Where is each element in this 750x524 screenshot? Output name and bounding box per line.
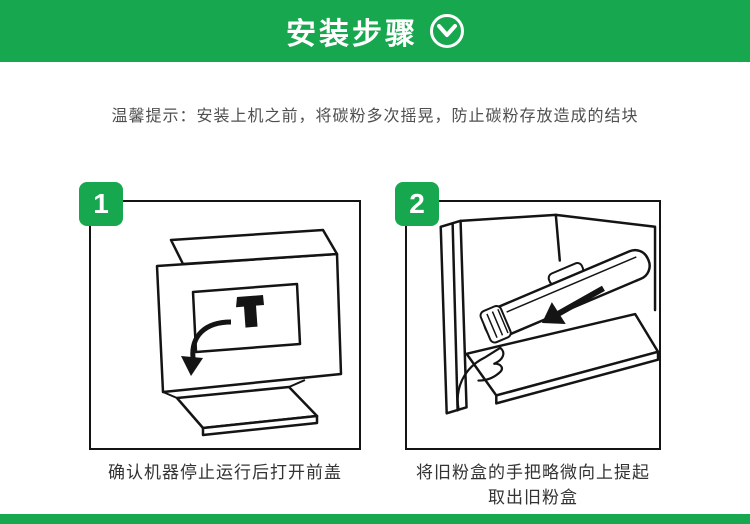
step1-illustration-box: [89, 200, 361, 450]
step2-illustration: [439, 213, 659, 415]
step-panel-2: 2: [395, 182, 661, 510]
tip-text: 温馨提示：安装上机之前，将碳粉多次摇晃，防止碳粉存放造成的结块: [111, 108, 639, 125]
steps-row: 1: [0, 182, 750, 510]
step1-illustration: [155, 228, 343, 437]
step-panel-1: 1: [79, 182, 361, 485]
step-number-badge: 2: [395, 182, 439, 226]
step-number-badge: 1: [79, 182, 123, 226]
step-caption: 将旧粉盒的手把略微向上提起取出旧粉盒: [416, 463, 650, 507]
step-caption: 确认机器停止运行后打开前盖: [108, 463, 342, 482]
header-banner: 安装步骤: [0, 0, 750, 62]
chevron-down-icon: [430, 14, 464, 48]
step2-illustration-box: [405, 200, 661, 450]
page-title: 安装步骤: [286, 18, 418, 51]
next-section-banner-edge: [0, 514, 750, 524]
